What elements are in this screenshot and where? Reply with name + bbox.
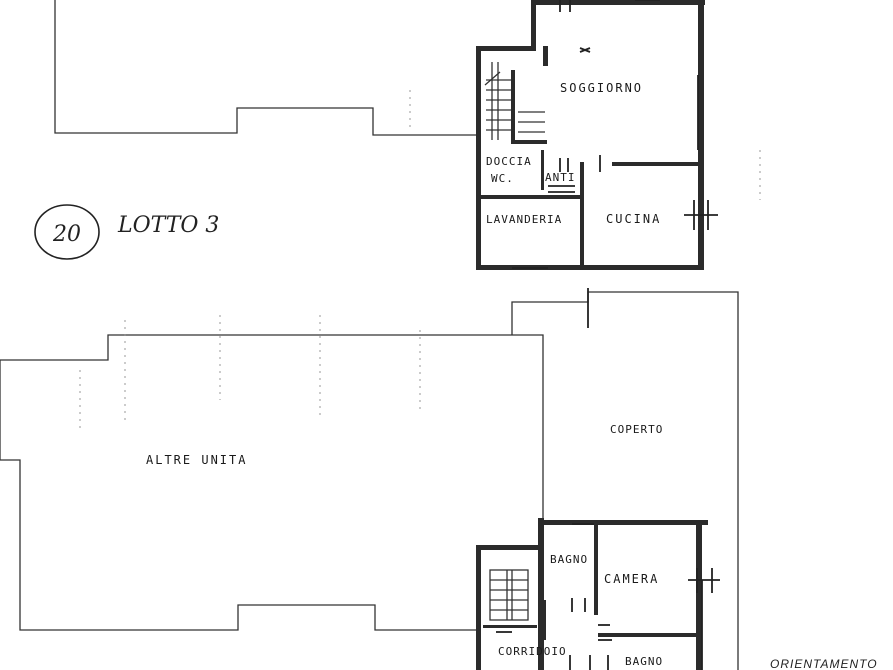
upper-left-outline (54, 0, 476, 136)
upper-stair (484, 62, 545, 140)
room-label-altre-unita: ALTRE UNITA (146, 453, 247, 467)
lower-stair (489, 569, 529, 621)
room-label-camera: CAMERA (604, 572, 659, 586)
room-label-cucina: CUCINA (606, 212, 661, 226)
orientation-label: ORIENTAMENTO (770, 657, 878, 670)
annotation-lot: LOTTO 3 (117, 213, 219, 238)
room-label-bagno-2: BAGNO (625, 655, 663, 668)
upper-openings (512, 0, 718, 269)
room-label-coperto: COPERTO (610, 423, 663, 436)
lower-unit (476, 518, 708, 670)
lower-openings (496, 523, 720, 670)
altre-unita-outline (0, 334, 544, 520)
upper-unit (476, 0, 705, 270)
room-label-soggiorno: SOGGIORNO (560, 81, 643, 95)
room-label-lavanderia: LAVANDERIA (486, 213, 562, 226)
altre-unita-outline-left (0, 360, 476, 631)
room-label-doccia: DOCCIA (486, 155, 532, 168)
room-label-corridoio: CORRIDOIO (498, 645, 567, 658)
annotation-number: 20 (52, 222, 81, 247)
handwritten-annotation: 20 LOTTO 3 (34, 204, 219, 260)
room-label-bagno: BAGNO (550, 553, 588, 566)
room-label-wc: WC. (491, 172, 514, 185)
room-label-anti: ANTI (545, 171, 576, 184)
annotation-circle (34, 204, 100, 260)
